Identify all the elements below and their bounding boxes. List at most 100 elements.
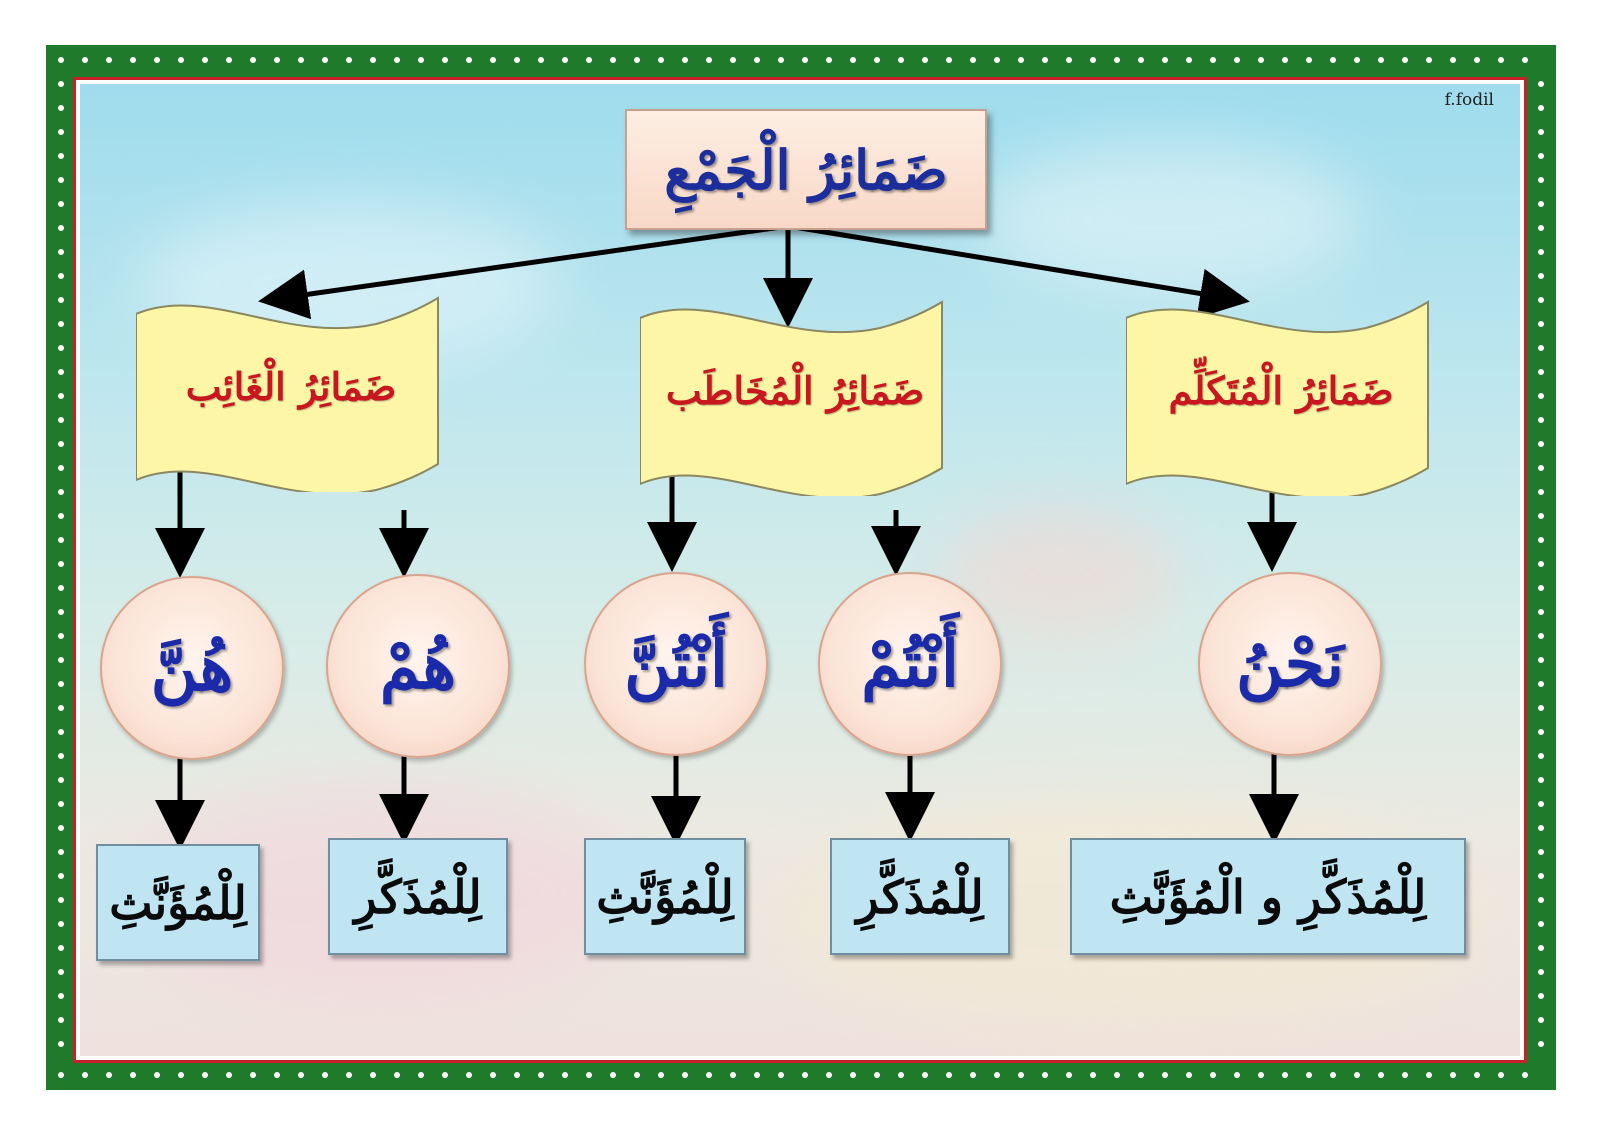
frame-dot: [1538, 297, 1544, 303]
frame-dot: [730, 1072, 736, 1078]
frame-dot: [850, 1072, 856, 1078]
frame-dot: [1538, 441, 1544, 447]
gender-box-masculine: لِلْمُذَكَّرِ: [830, 838, 1010, 955]
frame-dot: [1186, 1072, 1192, 1078]
frame-dot: [58, 729, 64, 735]
frame-dot: [58, 57, 64, 63]
frame-dot: [1138, 1072, 1144, 1078]
frame-dot: [778, 1072, 784, 1078]
frame-dot: [394, 1072, 400, 1078]
frame-dot: [490, 57, 496, 63]
frame-dot: [682, 1072, 688, 1078]
frame-dot: [82, 57, 88, 63]
pronoun-circle-nahnu: نَحْنُ: [1198, 572, 1382, 756]
frame-dot: [1538, 681, 1544, 687]
pronoun-hum: هُمْ: [379, 628, 457, 704]
frame-dot: [466, 1072, 472, 1078]
frame-dot: [58, 1041, 64, 1047]
frame-dot: [826, 57, 832, 63]
pronoun-hunna: هُنَّ: [150, 630, 234, 706]
frame-dot: [778, 57, 784, 63]
frame-dot: [58, 417, 64, 423]
frame-dot: [634, 1072, 640, 1078]
frame-dot: [58, 825, 64, 831]
pronoun-circle-antunna: أَنْتُنَّ: [584, 572, 768, 756]
frame-dot: [58, 801, 64, 807]
frame-dot: [946, 1072, 952, 1078]
frame-dot: [58, 393, 64, 399]
frame-dot: [370, 1072, 376, 1078]
frame-dot: [58, 873, 64, 879]
frame-dot: [178, 1072, 184, 1078]
banner-absent: ضَمَائِرُ الْغَائِب: [136, 292, 446, 492]
frame-dot: [1354, 1072, 1360, 1078]
pronoun-circle-antum: أَنْتُمْ: [818, 572, 1002, 756]
frame-dot: [1538, 705, 1544, 711]
frame-dot: [58, 753, 64, 759]
frame-dot: [1538, 513, 1544, 519]
frame-dot: [1450, 1072, 1456, 1078]
frame-dot: [58, 465, 64, 471]
frame-dot: [802, 1072, 808, 1078]
frame-dot: [298, 1072, 304, 1078]
frame-dot: [970, 57, 976, 63]
frame-dot: [250, 1072, 256, 1078]
gender-masculine: لِلْمُذَكَّرِ: [856, 869, 984, 924]
frame-dot: [1538, 249, 1544, 255]
frame-dot: [58, 273, 64, 279]
frame-dot: [1282, 57, 1288, 63]
frame-dot: [346, 1072, 352, 1078]
frame-dot: [274, 1072, 280, 1078]
frame-dot: [58, 105, 64, 111]
frame-dot: [586, 57, 592, 63]
frame-dot: [82, 1072, 88, 1078]
gender-box-feminine: لِلْمُؤَنَّثِ: [584, 838, 746, 955]
frame-dot: [898, 57, 904, 63]
frame-dot: [1538, 777, 1544, 783]
frame-dot: [58, 849, 64, 855]
frame-dot: [1450, 57, 1456, 63]
frame-dot: [58, 681, 64, 687]
frame-dot: [58, 969, 64, 975]
frame-dot: [226, 1072, 232, 1078]
frame-dot: [1042, 1072, 1048, 1078]
frame-dot: [1306, 57, 1312, 63]
frame-dot: [1538, 369, 1544, 375]
frame-dot: [322, 1072, 328, 1078]
frame-dot: [850, 57, 856, 63]
pronoun-antum: أَنْتُمْ: [861, 626, 959, 702]
connector-arrows: [155, 223, 1299, 850]
frame-dot: [418, 1072, 424, 1078]
frame-dot: [514, 1072, 520, 1078]
frame-dot: [58, 777, 64, 783]
frame-dot: [58, 369, 64, 375]
frame-dot: [1498, 1072, 1504, 1078]
frame-dot: [1474, 1072, 1480, 1078]
frame-dot: [1066, 57, 1072, 63]
frame-dot: [1402, 57, 1408, 63]
frame-dot: [706, 1072, 712, 1078]
frame-dot: [874, 1072, 880, 1078]
frame-dot: [58, 1017, 64, 1023]
pronoun-antunna: أَنْتُنَّ: [624, 626, 728, 702]
frame-dot: [1538, 873, 1544, 879]
frame-dot: [250, 57, 256, 63]
frame-dot: [106, 1072, 112, 1078]
frame-dot: [1538, 945, 1544, 951]
frame-dot: [1330, 57, 1336, 63]
pronoun-circle-hum: هُمْ: [326, 574, 510, 758]
frame-dot: [1018, 57, 1024, 63]
frame-dot: [610, 57, 616, 63]
frame-dot: [370, 57, 376, 63]
frame-dot: [1538, 609, 1544, 615]
frame-dot: [490, 1072, 496, 1078]
frame-dot: [562, 57, 568, 63]
frame-dot: [658, 1072, 664, 1078]
frame-dot: [58, 513, 64, 519]
frame-dot: [1282, 1072, 1288, 1078]
frame-dot: [898, 1072, 904, 1078]
frame-dot: [754, 1072, 760, 1078]
frame-dot: [1538, 129, 1544, 135]
frame-dot: [130, 1072, 136, 1078]
frame-dot: [1538, 801, 1544, 807]
